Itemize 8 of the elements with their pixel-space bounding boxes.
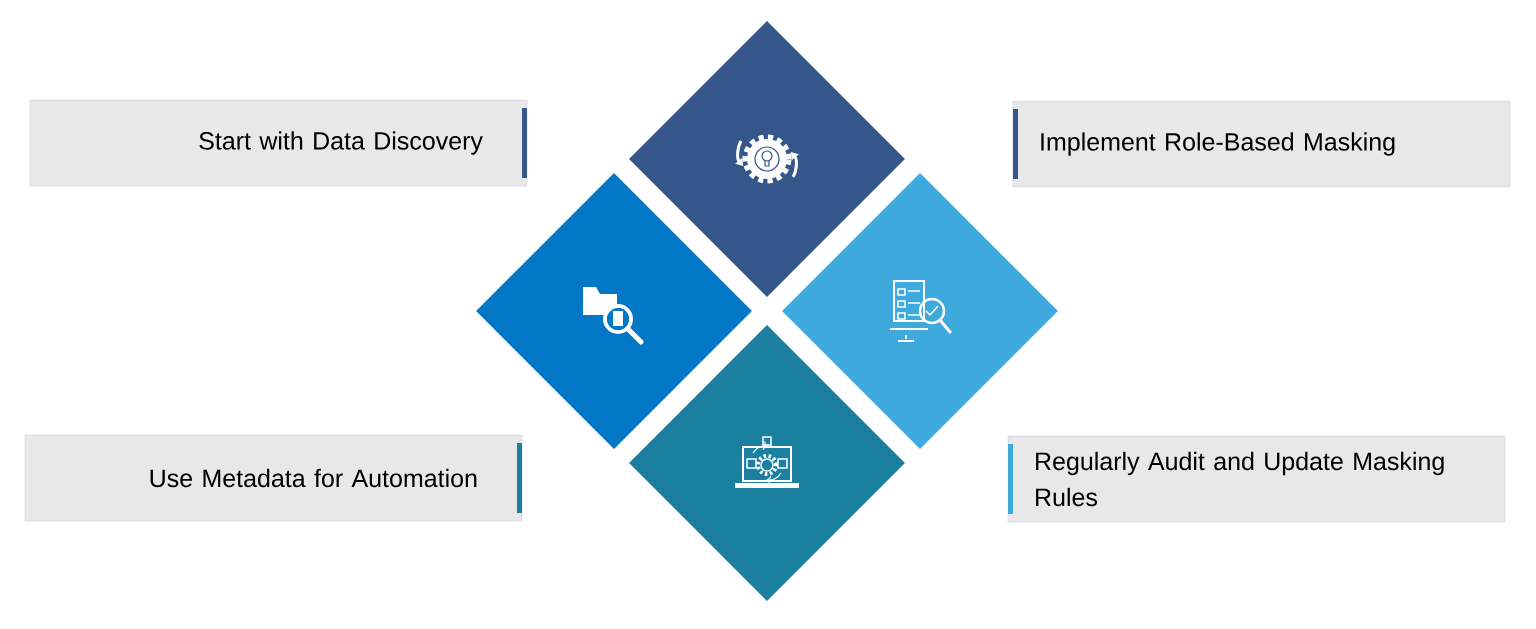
text-box: Implement Role-Based Masking xyxy=(1012,100,1511,188)
diamond-tile xyxy=(629,325,905,601)
text-box: Use Metadata for Automation xyxy=(24,434,523,522)
diamond-tile xyxy=(629,21,905,297)
diamond-tile xyxy=(782,173,1058,449)
text-box: Start with Data Discovery xyxy=(29,99,528,187)
text-box: Regularly Audit and Update Masking Rules xyxy=(1007,435,1506,523)
diamond-tile xyxy=(476,173,752,449)
